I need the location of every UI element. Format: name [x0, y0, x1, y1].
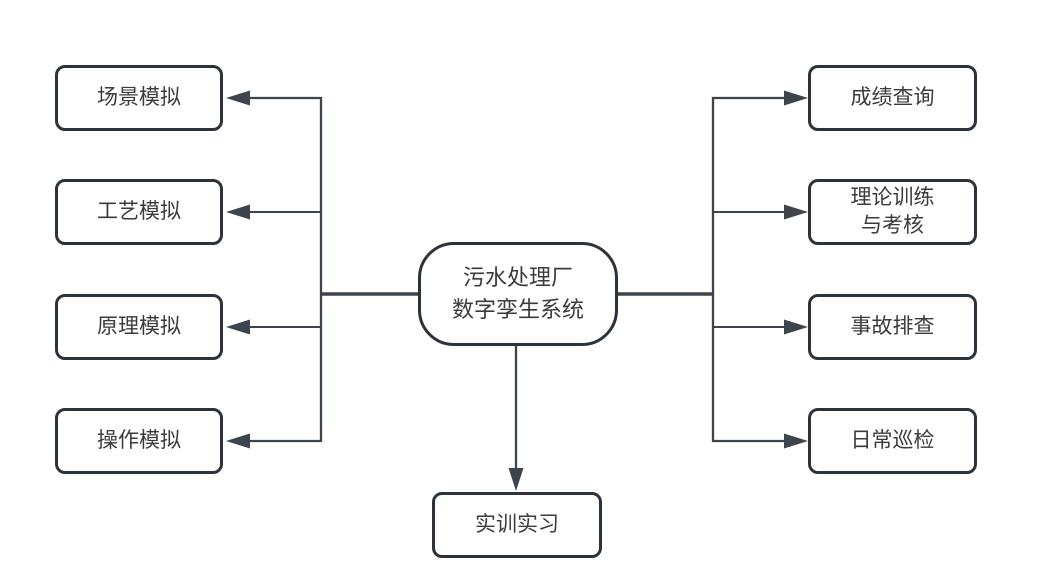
arrowhead-accident-investigation — [784, 319, 808, 335]
node-principle-simulation: 原理模拟 — [55, 294, 223, 360]
node-scene-simulation-label: 场景模拟 — [97, 85, 181, 109]
connector-left-bus — [250, 96, 323, 443]
node-digital-twin-system: 污水处理厂 数字孪生系统 — [418, 242, 618, 346]
arrowhead-principle-simulation — [226, 319, 250, 335]
node-process-simulation: 工艺模拟 — [55, 179, 223, 245]
node-score-query-label: 成绩查询 — [850, 85, 935, 109]
node-operation-simulation: 操作模拟 — [55, 408, 223, 474]
node-scene-simulation: 场景模拟 — [55, 65, 223, 131]
arrowhead-daily-inspection — [784, 433, 808, 449]
node-digital-twin-system-label: 污水处理厂 数字孪生系统 — [451, 265, 584, 322]
node-principle-simulation-label: 原理模拟 — [97, 314, 181, 338]
arrowhead-score-query — [784, 90, 808, 106]
node-practical-training: 实训实习 — [432, 492, 602, 558]
node-daily-inspection: 日常巡检 — [808, 408, 977, 474]
node-operation-simulation-label: 操作模拟 — [97, 428, 181, 452]
arrowhead-practical-training — [508, 468, 524, 491]
arrowhead-operation-simulation — [226, 433, 250, 449]
node-practical-training-label: 实训实习 — [475, 512, 559, 536]
node-accident-investigation-label: 事故排查 — [850, 314, 935, 338]
node-score-query: 成绩查询 — [808, 65, 977, 131]
arrowhead-theory-training — [784, 204, 808, 220]
node-accident-investigation: 事故排查 — [808, 294, 977, 360]
connector-right-bus — [711, 96, 784, 443]
node-daily-inspection-label: 日常巡检 — [850, 428, 935, 452]
node-theory-training-assessment-label: 理论训练 与考核 — [850, 185, 935, 237]
node-process-simulation-label: 工艺模拟 — [97, 199, 181, 223]
arrowhead-scene-simulation — [226, 90, 250, 106]
arrowhead-process-simulation — [226, 204, 250, 220]
node-theory-training-assessment: 理论训练 与考核 — [808, 179, 977, 245]
